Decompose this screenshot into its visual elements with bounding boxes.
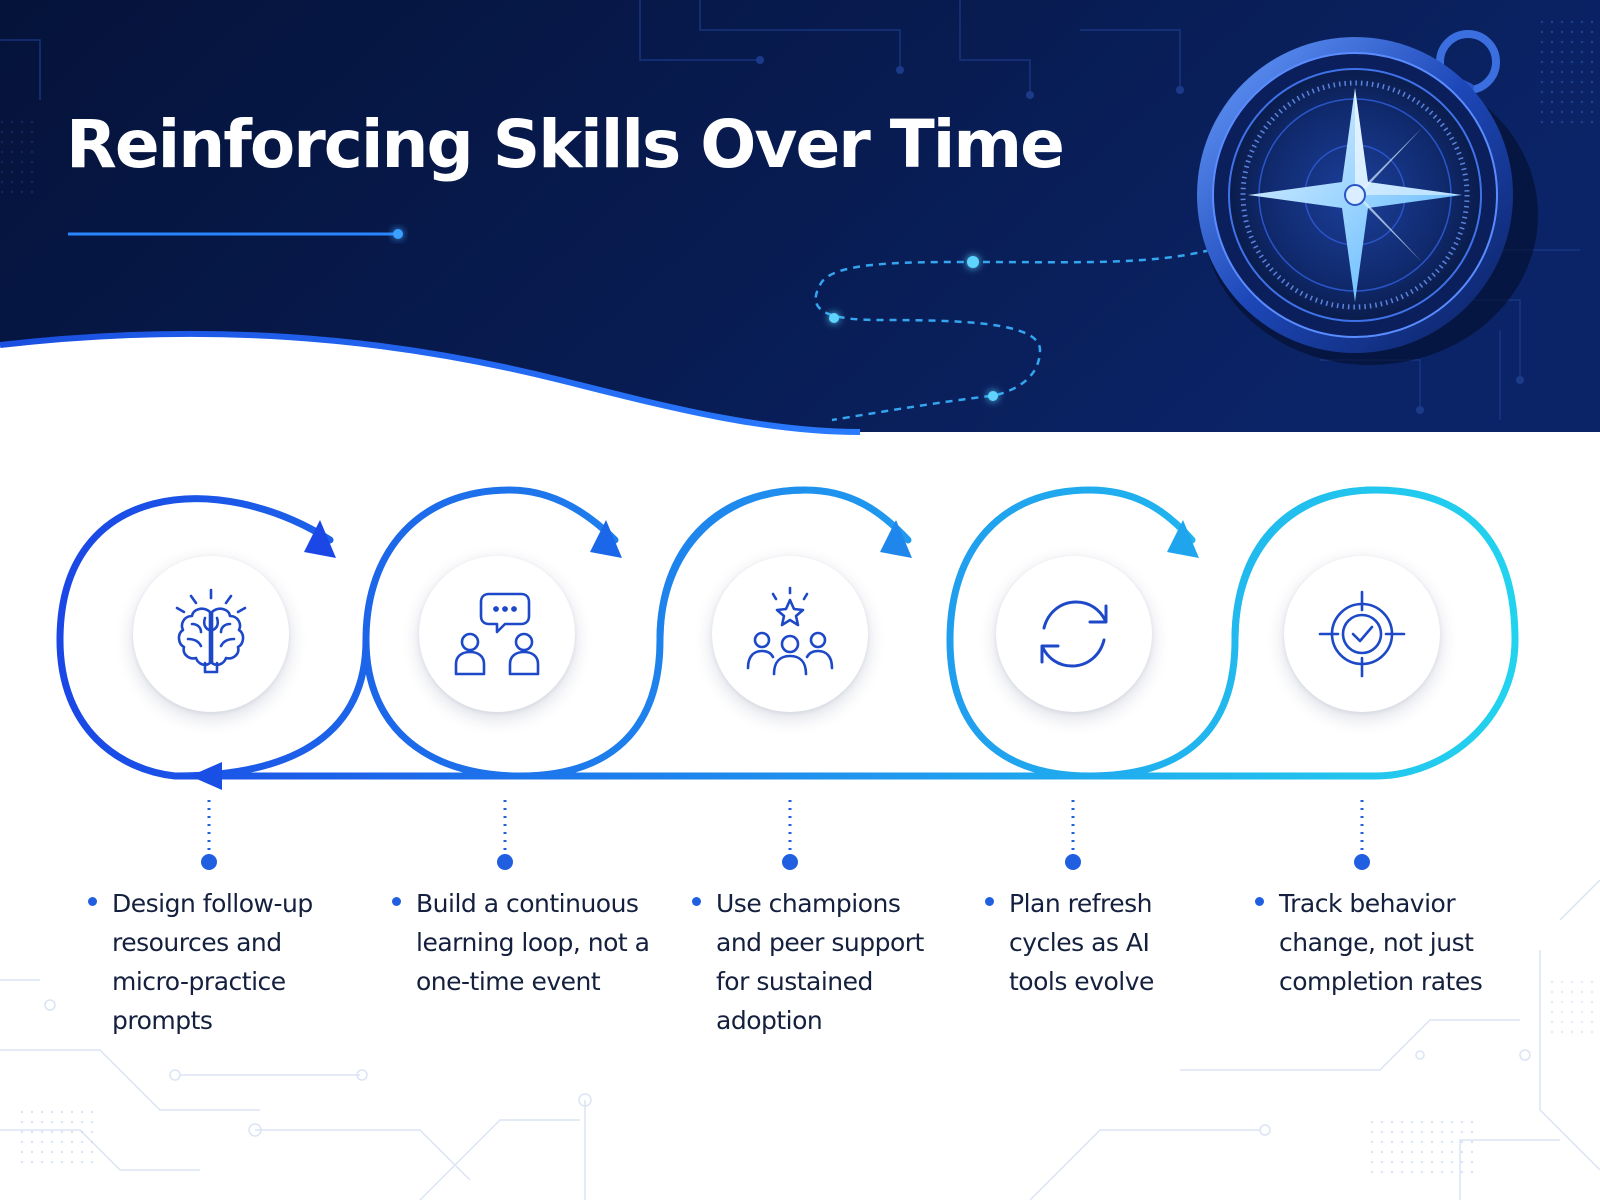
header-dot-grid — [1540, 20, 1600, 130]
target-check-icon — [1318, 590, 1406, 678]
step-text: Plan refresh cycles as AI tools evolve — [985, 884, 1185, 1001]
step-text: Build a continuous learning loop, not a … — [392, 884, 652, 1001]
arrowhead-icon — [1167, 520, 1199, 558]
bullet-icon — [985, 897, 994, 906]
step-label: Track behavior change, not just completi… — [1279, 889, 1483, 996]
step-icon-circle — [1284, 556, 1440, 712]
step-label: Use champions and peer support for susta… — [716, 889, 924, 1035]
bullet-icon — [1255, 897, 1264, 906]
header-band — [0, 0, 1600, 432]
page-title: Reinforcing Skills Over Time — [66, 106, 1065, 183]
conversation-icon — [454, 592, 540, 676]
step-text: Track behavior change, not just completi… — [1255, 884, 1505, 1001]
trail-dot — [988, 391, 998, 401]
step-icon-circle — [419, 556, 575, 712]
trail-dot — [829, 313, 839, 323]
loop-arrowheads — [190, 520, 1199, 790]
arrowhead-icon — [590, 520, 622, 558]
step-label: Build a continuous learning loop, not a … — [416, 889, 650, 996]
brain-icon — [175, 588, 247, 674]
header-edge — [0, 330, 861, 435]
step-connectors — [201, 800, 1370, 870]
arrowhead-icon — [304, 520, 336, 558]
bullet-icon — [692, 897, 701, 906]
trail-dot — [967, 256, 979, 268]
step-text: Design follow-up resources and micro-pra… — [88, 884, 333, 1040]
team-star-icon — [746, 586, 834, 676]
arrowhead-icon — [190, 762, 222, 790]
compass-icon — [1197, 30, 1538, 365]
arrowhead-icon — [880, 520, 912, 558]
bullet-icon — [392, 897, 401, 906]
step-text: Use champions and peer support for susta… — [692, 884, 942, 1040]
step-label: Design follow-up resources and micro-pra… — [112, 889, 313, 1035]
step-icon-circle — [133, 556, 289, 712]
header-circuit-lines — [0, 0, 1580, 420]
refresh-icon — [1040, 600, 1108, 668]
step-icon-circle — [712, 556, 868, 712]
step-label: Plan refresh cycles as AI tools evolve — [1009, 889, 1154, 996]
step-icon-circle — [996, 556, 1152, 712]
bullet-icon — [88, 897, 97, 906]
